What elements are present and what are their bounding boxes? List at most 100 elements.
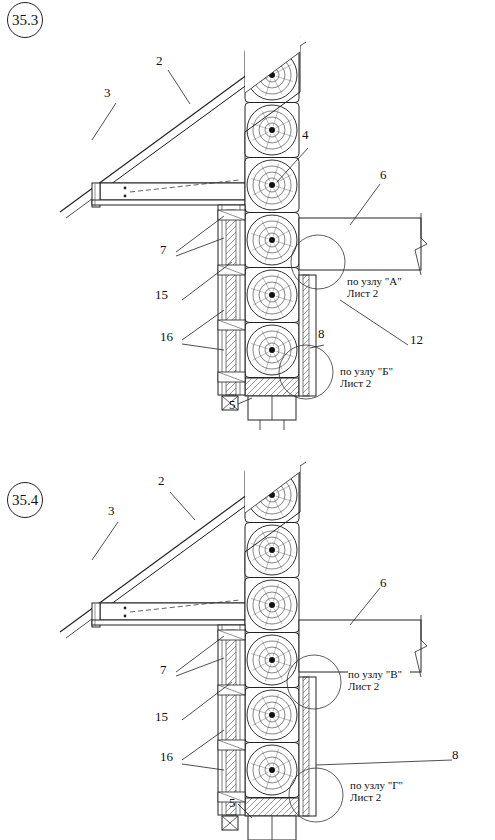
leader-line xyxy=(176,658,224,676)
log xyxy=(245,578,299,633)
detail-circle xyxy=(291,235,345,289)
leader-line xyxy=(277,148,308,182)
drawing-rect xyxy=(222,816,238,830)
drawing-line xyxy=(95,184,96,206)
leader-line xyxy=(182,682,232,720)
drawing-line xyxy=(240,205,241,395)
callout-number: 15 xyxy=(155,710,168,724)
leader-line xyxy=(316,760,452,765)
drawing-rect xyxy=(226,210,236,395)
drawing-rect xyxy=(218,630,245,640)
callout-number: 15 xyxy=(155,288,168,302)
detail-circle xyxy=(287,655,341,709)
drawing-rect xyxy=(218,625,245,815)
drawing-line xyxy=(222,816,238,830)
drawing-rect xyxy=(218,320,245,330)
drawing-line xyxy=(415,646,427,652)
drawing-line xyxy=(245,52,300,93)
drawing-rect xyxy=(92,620,245,625)
drawing-line xyxy=(218,630,245,640)
leader-line xyxy=(182,764,224,770)
drawing-line xyxy=(415,244,427,250)
drawing-line xyxy=(421,238,427,244)
drawing-rect xyxy=(299,677,316,816)
drawing-line xyxy=(222,625,223,815)
callout-number: 6 xyxy=(380,168,387,182)
log xyxy=(245,158,299,213)
leader-line xyxy=(182,730,224,760)
figure-number-circle: 35.4 xyxy=(7,482,43,518)
callout-number: 8 xyxy=(318,327,325,341)
drawing-line xyxy=(421,615,422,640)
log xyxy=(245,268,299,323)
leader-line xyxy=(238,804,252,818)
drawing-line xyxy=(218,210,245,220)
drawing-line xyxy=(222,816,238,830)
drawing-line xyxy=(240,625,241,815)
callout-number: 7 xyxy=(160,243,167,257)
drawing-line xyxy=(415,652,421,677)
leader-line xyxy=(238,398,252,404)
drawing-rect xyxy=(226,630,236,815)
leader-line xyxy=(310,345,324,348)
detail-circle xyxy=(279,345,333,399)
drawing-line xyxy=(245,92,300,132)
callout-number: 12 xyxy=(410,333,423,347)
leader-line xyxy=(182,310,224,340)
drawing-rect xyxy=(303,677,309,816)
callout-number: 16 xyxy=(160,750,173,764)
section-figure xyxy=(60,440,427,840)
drawing-line xyxy=(300,42,306,46)
leader-line xyxy=(340,300,408,345)
callout-number: 5 xyxy=(229,398,236,412)
leader-line xyxy=(92,103,116,140)
drawing-line xyxy=(272,396,273,420)
callout-number: 5 xyxy=(229,796,236,810)
callout-number: 2 xyxy=(156,54,163,68)
callout-number: 3 xyxy=(104,86,111,100)
callout-number: 4 xyxy=(302,128,309,142)
leader-line xyxy=(350,184,380,225)
log xyxy=(245,523,299,578)
drawing-line xyxy=(130,180,240,192)
drawing-rect xyxy=(218,210,245,220)
drawing-rect xyxy=(299,218,421,270)
drawing-line xyxy=(272,816,273,840)
log xyxy=(245,743,299,798)
leader-line xyxy=(350,588,380,625)
callout-number: 2 xyxy=(158,474,165,488)
drawing-line xyxy=(218,320,245,330)
drawing-rect xyxy=(248,816,296,840)
log xyxy=(245,633,299,688)
drawing-rect xyxy=(245,798,299,816)
drawing-line xyxy=(95,604,96,626)
drawing-line xyxy=(421,213,422,238)
detail-reference: по узлу "А" Лист 2 xyxy=(347,276,409,299)
leader-line xyxy=(176,238,224,256)
log xyxy=(245,103,299,158)
callout-number: 6 xyxy=(380,576,387,590)
drawing-rect xyxy=(218,740,245,750)
leader-line xyxy=(168,70,190,104)
figure-number: 35.3 xyxy=(12,12,38,29)
drawing-line xyxy=(260,420,261,430)
detail-reference: по узлу "Г" Лист 2 xyxy=(350,780,412,803)
drawing-rect xyxy=(303,275,309,396)
drawing-rect xyxy=(100,603,245,620)
detail-reference: по узлу "Б" Лист 2 xyxy=(340,366,402,389)
figure-number: 35.4 xyxy=(12,492,38,509)
drawing-rect xyxy=(218,205,245,395)
section-figure xyxy=(60,20,427,430)
drawing-line xyxy=(284,420,285,430)
detail-circle xyxy=(289,768,343,822)
drawing-line xyxy=(218,372,245,382)
detail-reference: по узлу "В" Лист 2 xyxy=(348,669,410,692)
drawing-line xyxy=(130,600,240,612)
leader-line xyxy=(170,492,195,520)
callout-number: 8 xyxy=(452,748,459,762)
drawing-rect xyxy=(299,620,421,672)
drawing-line xyxy=(218,740,245,750)
drawing-rect xyxy=(92,200,245,205)
